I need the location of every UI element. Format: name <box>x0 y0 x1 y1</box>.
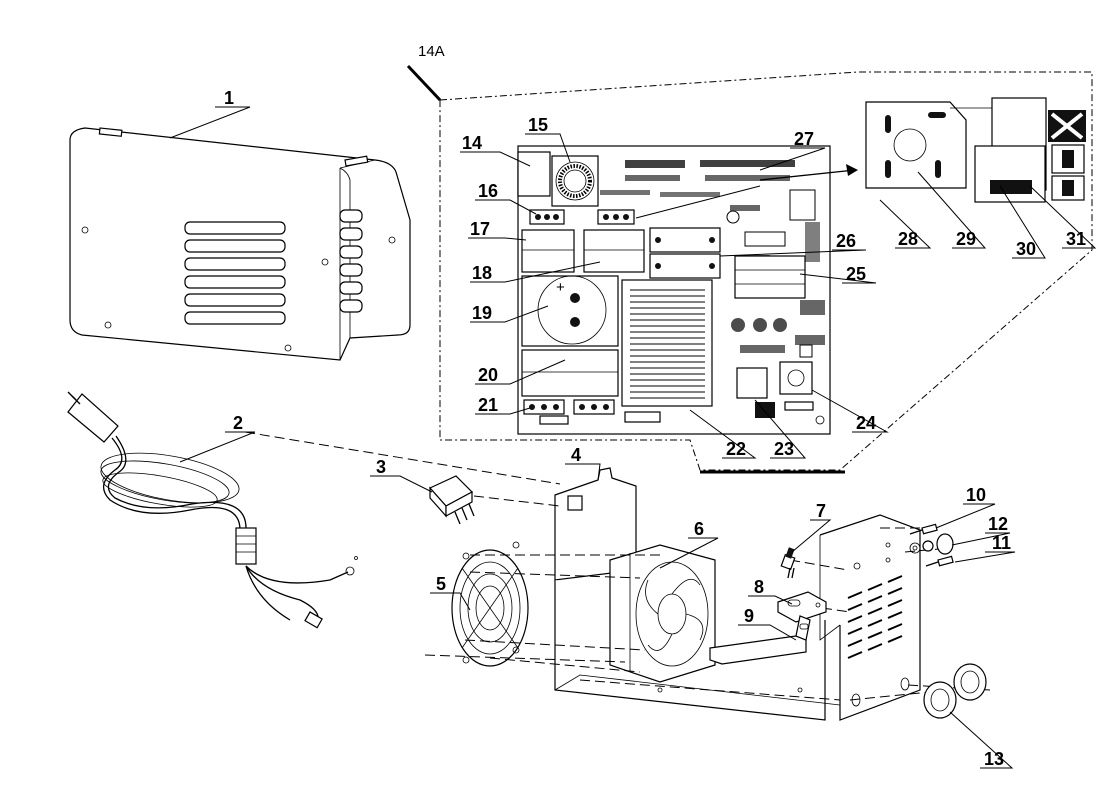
toroid-inner <box>563 169 587 193</box>
transistor-block-18 <box>583 229 645 273</box>
detail-arrow <box>759 169 856 181</box>
callout-9: 9 <box>744 606 754 626</box>
callout-2: 2 <box>233 413 243 433</box>
toroid-inductor <box>555 161 595 201</box>
callout-numbers: 1 2 3 4 5 6 7 8 9 10 11 12 13 14 15 16 1… <box>224 88 1086 769</box>
callout-12: 12 <box>988 514 1008 534</box>
switch-cutout <box>567 495 583 511</box>
relay-26b <box>649 253 721 279</box>
cord-cable <box>103 437 241 531</box>
callout-27: 27 <box>794 129 814 149</box>
callout-25: 25 <box>846 264 866 284</box>
bridge-rectifier-23 <box>736 367 768 399</box>
cover-housing <box>69 127 411 361</box>
detail-pointer-line <box>406 64 442 102</box>
transistor-block-17 <box>521 229 575 273</box>
strain-relief <box>235 527 257 565</box>
assembly-lines <box>244 431 991 701</box>
callout-5: 5 <box>436 574 446 594</box>
callout-13: 13 <box>984 749 1004 769</box>
fan-guard <box>451 541 529 667</box>
washer-nut-12 <box>909 533 954 555</box>
callout-leaders <box>169 106 1097 769</box>
callout-4: 4 <box>571 445 581 465</box>
heatsink-fins <box>630 289 705 399</box>
control-subpanel <box>865 97 1086 203</box>
cooling-fan <box>609 544 716 683</box>
capacitor-polarity: + <box>556 279 565 296</box>
callout-10: 10 <box>966 485 986 505</box>
callout-28: 28 <box>898 229 918 249</box>
screw-11 <box>925 555 954 567</box>
bracket-9 <box>709 615 811 665</box>
power-module-20 <box>521 349 619 397</box>
bracket-8 <box>777 591 827 623</box>
bridge-rectifier-base <box>755 402 775 418</box>
callout-30: 30 <box>1016 239 1036 259</box>
cord-coil <box>100 460 230 504</box>
resistor <box>784 401 814 411</box>
resistor <box>624 411 661 423</box>
capacitor-housing <box>521 275 619 347</box>
callout-20: 20 <box>478 365 498 385</box>
output-sockets-13 <box>923 663 987 719</box>
power-cord <box>67 391 358 629</box>
callout-18: 18 <box>472 263 492 283</box>
subpanel-hole <box>893 128 927 162</box>
callout-17: 17 <box>470 219 490 239</box>
detail-arrowhead <box>846 164 858 176</box>
subpanel-board-29 <box>865 101 967 189</box>
detail-14a-region: 14A <box>406 43 1093 474</box>
cord-lead <box>245 565 349 584</box>
main-pcb: + <box>517 145 831 435</box>
callout-21: 21 <box>478 395 498 415</box>
callout-26: 26 <box>836 231 856 251</box>
heatsink-22 <box>621 279 713 407</box>
rocker-switch <box>429 475 475 525</box>
callout-7: 7 <box>816 501 826 521</box>
resistor <box>539 415 569 425</box>
fan-frame <box>609 544 716 683</box>
potentiometer-7 <box>780 547 796 579</box>
output-socket-hole <box>900 677 910 691</box>
screw-10 <box>909 523 938 535</box>
pot-24 <box>779 361 813 395</box>
pcb-corner-block <box>517 151 551 197</box>
callout-8: 8 <box>754 577 764 597</box>
toroid-winding <box>558 164 592 198</box>
callout-1: 1 <box>224 88 234 108</box>
rear-panel <box>819 514 921 721</box>
callout-14: 14 <box>462 133 482 153</box>
callout-3: 3 <box>376 457 386 477</box>
detail-14a-label: 14A <box>418 43 445 60</box>
rear-panel-vents <box>847 575 903 659</box>
rear-panel-plate <box>819 514 921 721</box>
transformer-25 <box>734 255 806 299</box>
plug-body <box>67 393 119 443</box>
callout-29: 29 <box>956 229 976 249</box>
cord-lead <box>245 565 319 621</box>
pcb-mount-hole <box>815 415 825 425</box>
callout-19: 19 <box>472 303 492 323</box>
callout-22: 22 <box>726 439 746 459</box>
cord-lead <box>245 565 291 621</box>
callout-24: 24 <box>856 413 876 433</box>
callout-23: 23 <box>774 439 794 459</box>
detail-boundary <box>439 71 1093 471</box>
callout-11: 11 <box>992 533 1011 553</box>
cover-louvers <box>184 209 363 325</box>
callout-6: 6 <box>694 519 704 539</box>
relay-26a <box>649 227 721 253</box>
callout-15: 15 <box>528 115 548 135</box>
smd-components <box>600 160 825 358</box>
callout-16: 16 <box>478 181 498 201</box>
callout-31: 31 <box>1066 229 1086 249</box>
